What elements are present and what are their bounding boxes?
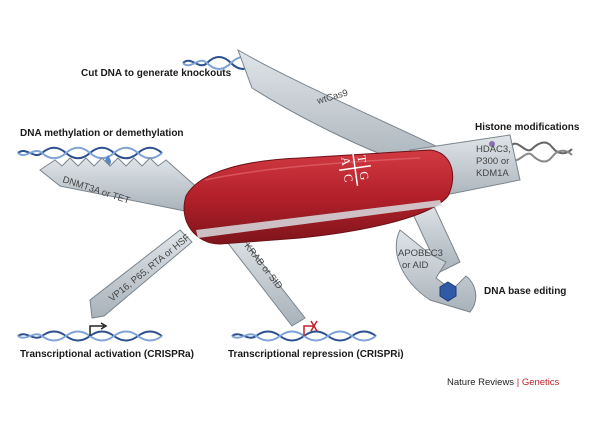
vp-label: VP16, P65, RTA or HSF — [107, 232, 193, 304]
dna-helix-methylation — [17, 146, 163, 160]
vp16-arm — [89, 229, 193, 319]
credit-journal: Nature Reviews — [447, 377, 515, 388]
dna-helix-histone — [511, 141, 573, 163]
apobec-wrench — [395, 201, 477, 313]
activation-arrow-icon — [89, 325, 104, 336]
hdac-label-line3: KDM1A — [476, 168, 509, 179]
badge-letter-c: C — [341, 173, 356, 183]
label-dna-base-editing: DNA base editing — [484, 286, 567, 297]
hdac-label-line2: P300 or — [476, 156, 509, 167]
label-histone-modifications: Histone modifications — [475, 122, 580, 133]
journal-credit: Nature Reviews | Genetics — [447, 377, 559, 388]
histone-pivot-icon — [489, 141, 495, 147]
krab-arm — [223, 231, 306, 327]
apobec-label-line2: or AID — [402, 260, 429, 271]
badge-letter-t: T — [354, 154, 369, 164]
label-transcriptional-activation: Transcriptional activation (CRISPRa) — [20, 349, 194, 360]
repression-block-icon — [303, 320, 318, 336]
label-transcriptional-repression: Transcriptional repression (CRISPRi) — [228, 349, 404, 360]
apobec-label-line1: APOBEC3 — [398, 248, 443, 259]
badge-letter-a: A — [338, 156, 353, 167]
atcg-badge: A T C G — [338, 150, 372, 186]
credit-separator: | — [516, 377, 520, 388]
hdac-label-line1: HDAC3, — [476, 144, 511, 155]
base-hexagon-icon — [439, 281, 457, 302]
label-cut-dna: Cut DNA to generate knockouts — [81, 68, 232, 79]
knife-handle — [183, 149, 454, 245]
credit-section: Genetics — [521, 377, 560, 388]
badge-letter-g: G — [357, 171, 372, 182]
label-dna-methylation: DNA methylation or demethylation — [20, 128, 184, 139]
